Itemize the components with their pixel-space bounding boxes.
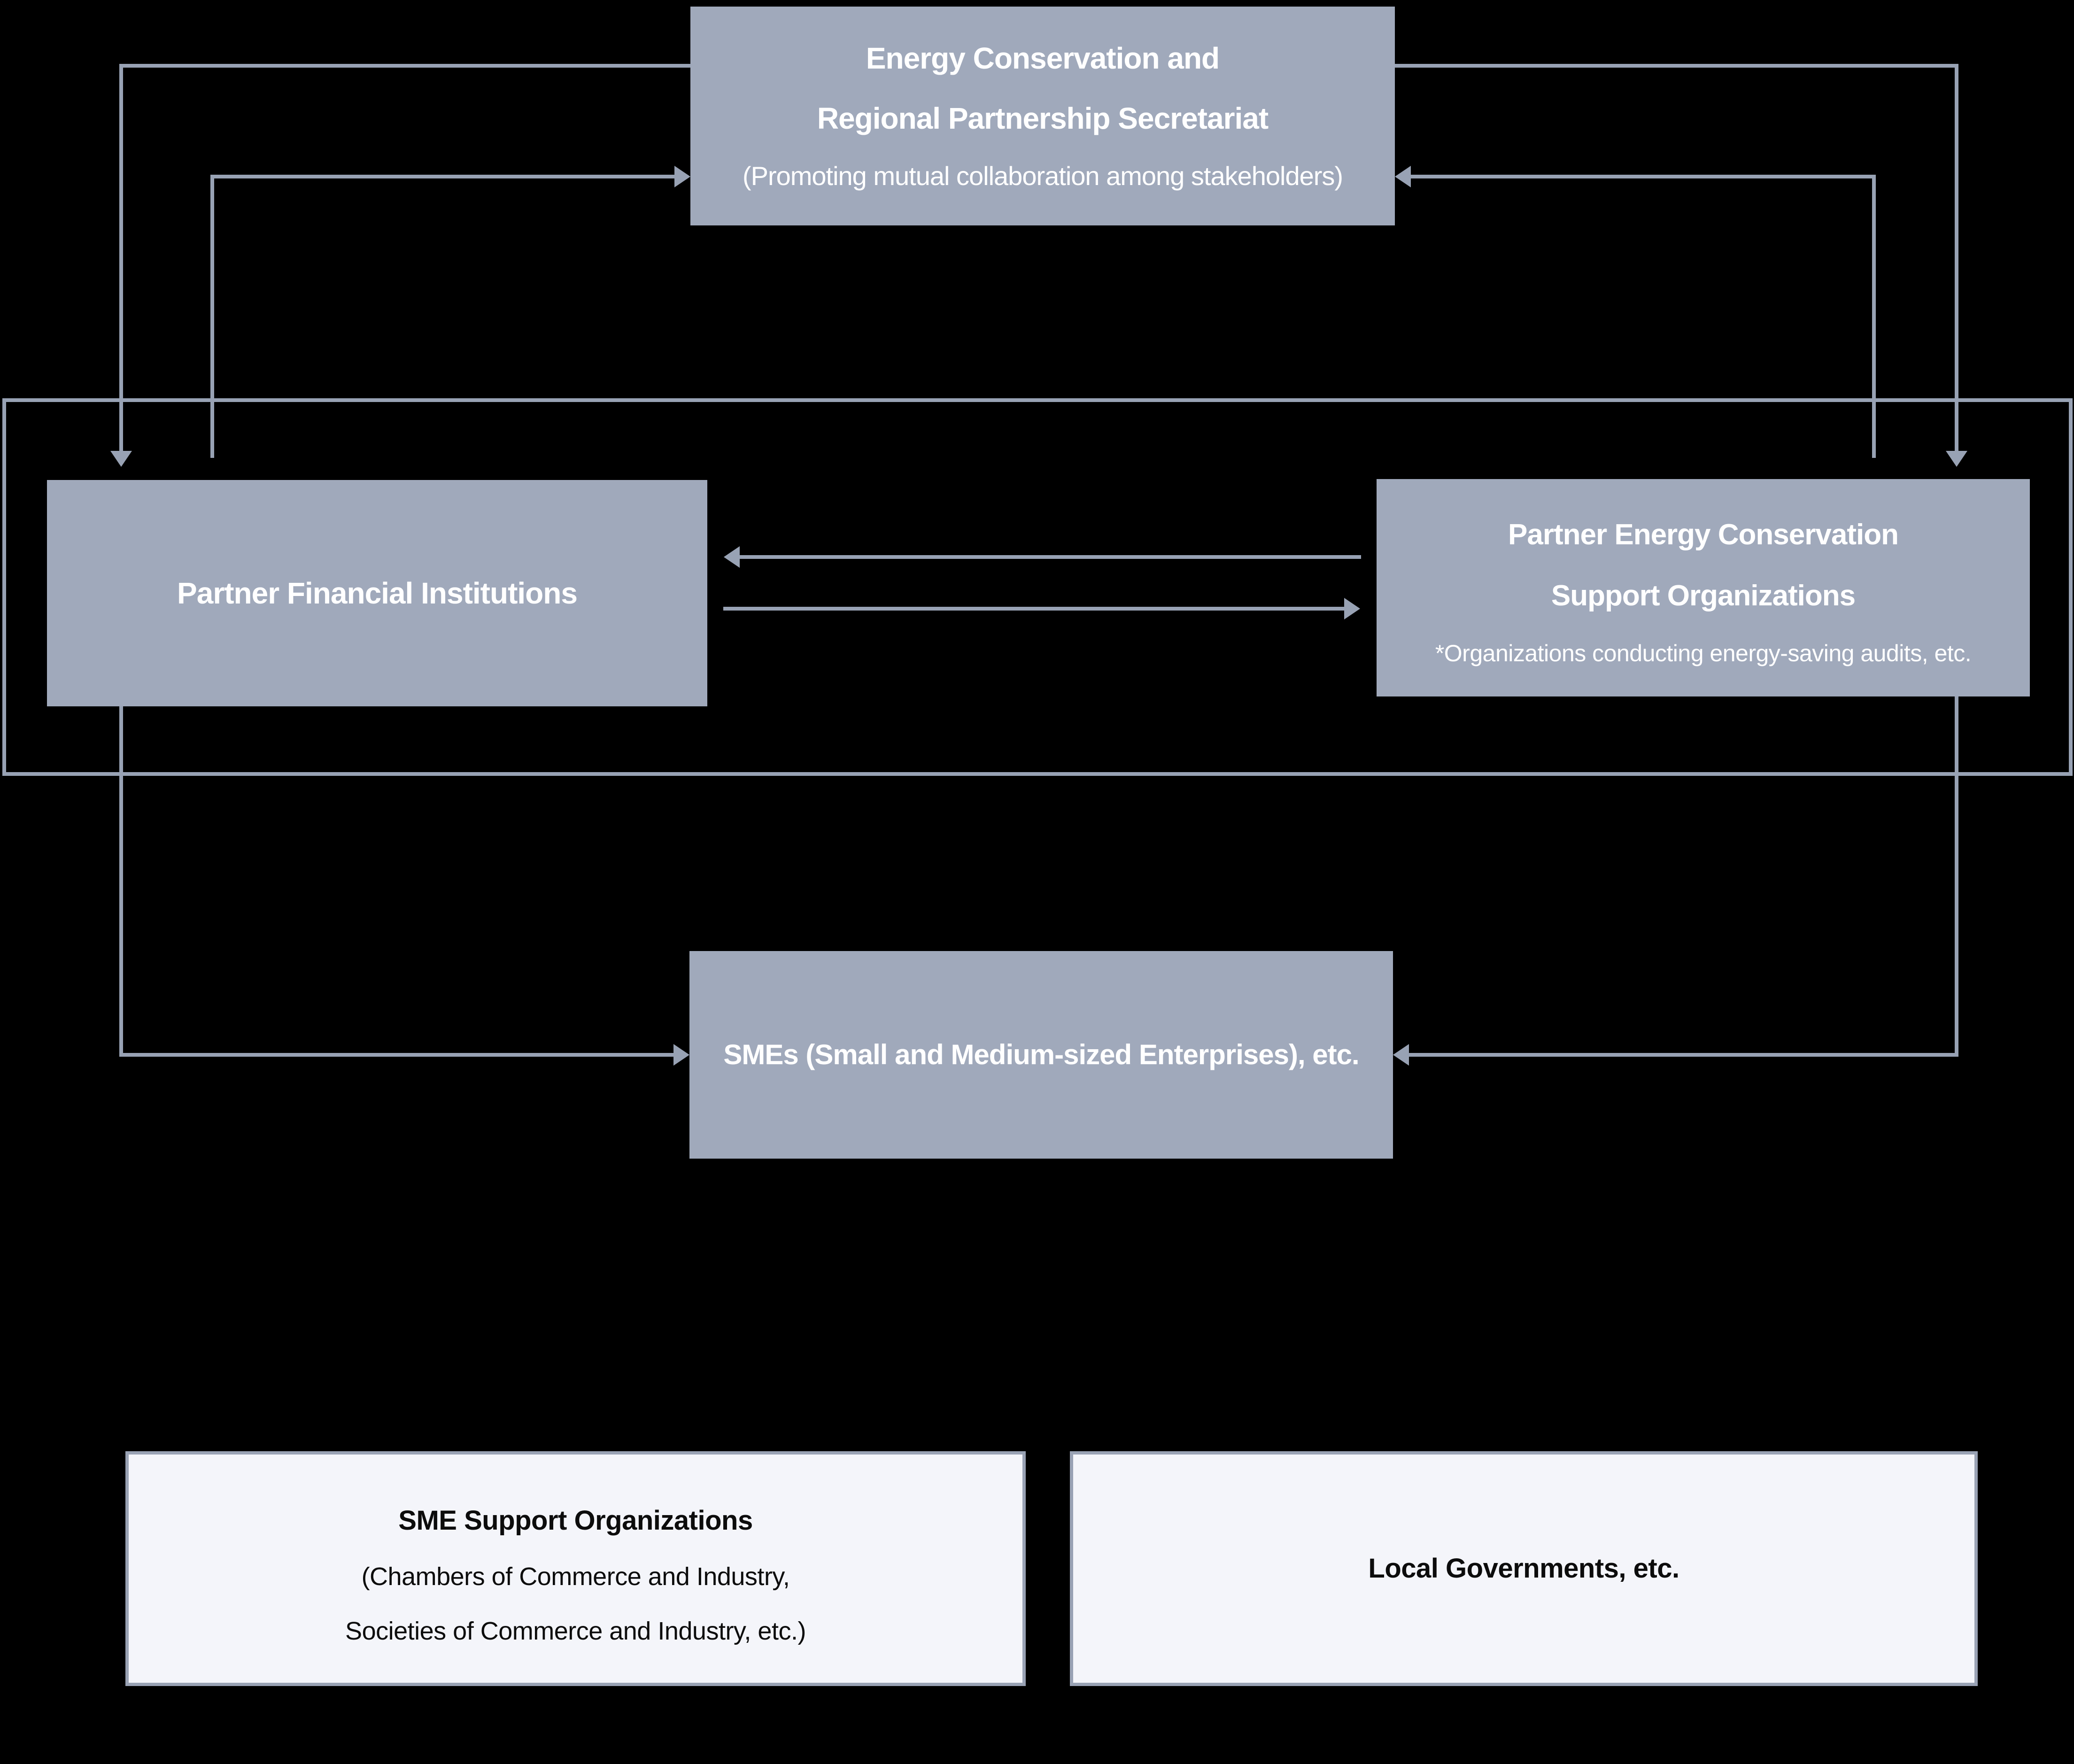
connector-energy-to-financial: [740, 555, 1361, 559]
smes-label: SMEs (Small and Medium-sized Enterprises…: [723, 1039, 1359, 1070]
connector-financial-to-secretariat-v: [210, 175, 214, 458]
node-secretariat: Energy Conservation and Regional Partner…: [690, 7, 1395, 225]
secretariat-note: (Promoting mutual collaboration among st…: [742, 161, 1343, 191]
connector-financial-to-smes-h: [119, 1053, 673, 1057]
arrow-down-icon: [1946, 451, 1967, 467]
node-partner-financial-institutions: Partner Financial Institutions: [47, 480, 707, 706]
node-smes: SMEs (Small and Medium-sized Enterprises…: [689, 951, 1393, 1159]
connector-secretariat-to-financial-v: [119, 64, 123, 451]
secretariat-title-line2: Regional Partnership Secretariat: [817, 101, 1269, 135]
energy-support-title-line2: Support Organizations: [1551, 579, 1856, 612]
node-partner-energy-support-orgs: Partner Energy Conservation Support Orga…: [1377, 479, 2030, 696]
energy-support-title-line1: Partner Energy Conservation: [1508, 518, 1899, 551]
connector-secretariat-to-energy-v: [1955, 64, 1958, 451]
arrow-left-icon: [1393, 1044, 1409, 1066]
sme-support-line2: (Chambers of Commerce and Industry,: [361, 1563, 790, 1591]
arrow-left-icon: [724, 546, 740, 568]
arrow-right-icon: [674, 166, 690, 187]
connector-energy-to-smes-h: [1409, 1053, 1958, 1057]
arrow-down-icon: [110, 451, 132, 467]
node-sme-support-orgs: SME Support Organizations (Chambers of C…: [125, 1451, 1026, 1686]
node-local-governments: Local Governments, etc.: [1070, 1451, 1978, 1686]
local-governments-label: Local Governments, etc.: [1368, 1553, 1679, 1584]
secretariat-title-line1: Energy Conservation and: [866, 41, 1220, 75]
arrow-right-icon: [673, 1044, 689, 1066]
connector-secretariat-to-financial-h: [121, 64, 690, 68]
partners-group-frame: [2, 398, 2073, 776]
sme-support-title: SME Support Organizations: [398, 1505, 753, 1536]
connector-energy-to-secretariat-v: [1872, 175, 1876, 458]
sme-support-line3: Societies of Commerce and Industry, etc.…: [345, 1617, 806, 1645]
arrow-left-icon: [1395, 166, 1411, 187]
connector-financial-to-smes-v: [119, 706, 123, 1055]
connector-secretariat-to-energy-h: [1395, 64, 1958, 68]
connector-energy-to-smes-v: [1955, 696, 1958, 1055]
energy-support-note: *Organizations conducting energy-saving …: [1435, 640, 1972, 666]
connector-financial-to-energy: [723, 607, 1344, 611]
financial-institutions-label: Partner Financial Institutions: [177, 576, 578, 610]
arrow-right-icon: [1344, 598, 1360, 619]
connector-energy-to-secretariat-h: [1411, 175, 1874, 178]
connector-financial-to-secretariat-h: [210, 175, 674, 178]
